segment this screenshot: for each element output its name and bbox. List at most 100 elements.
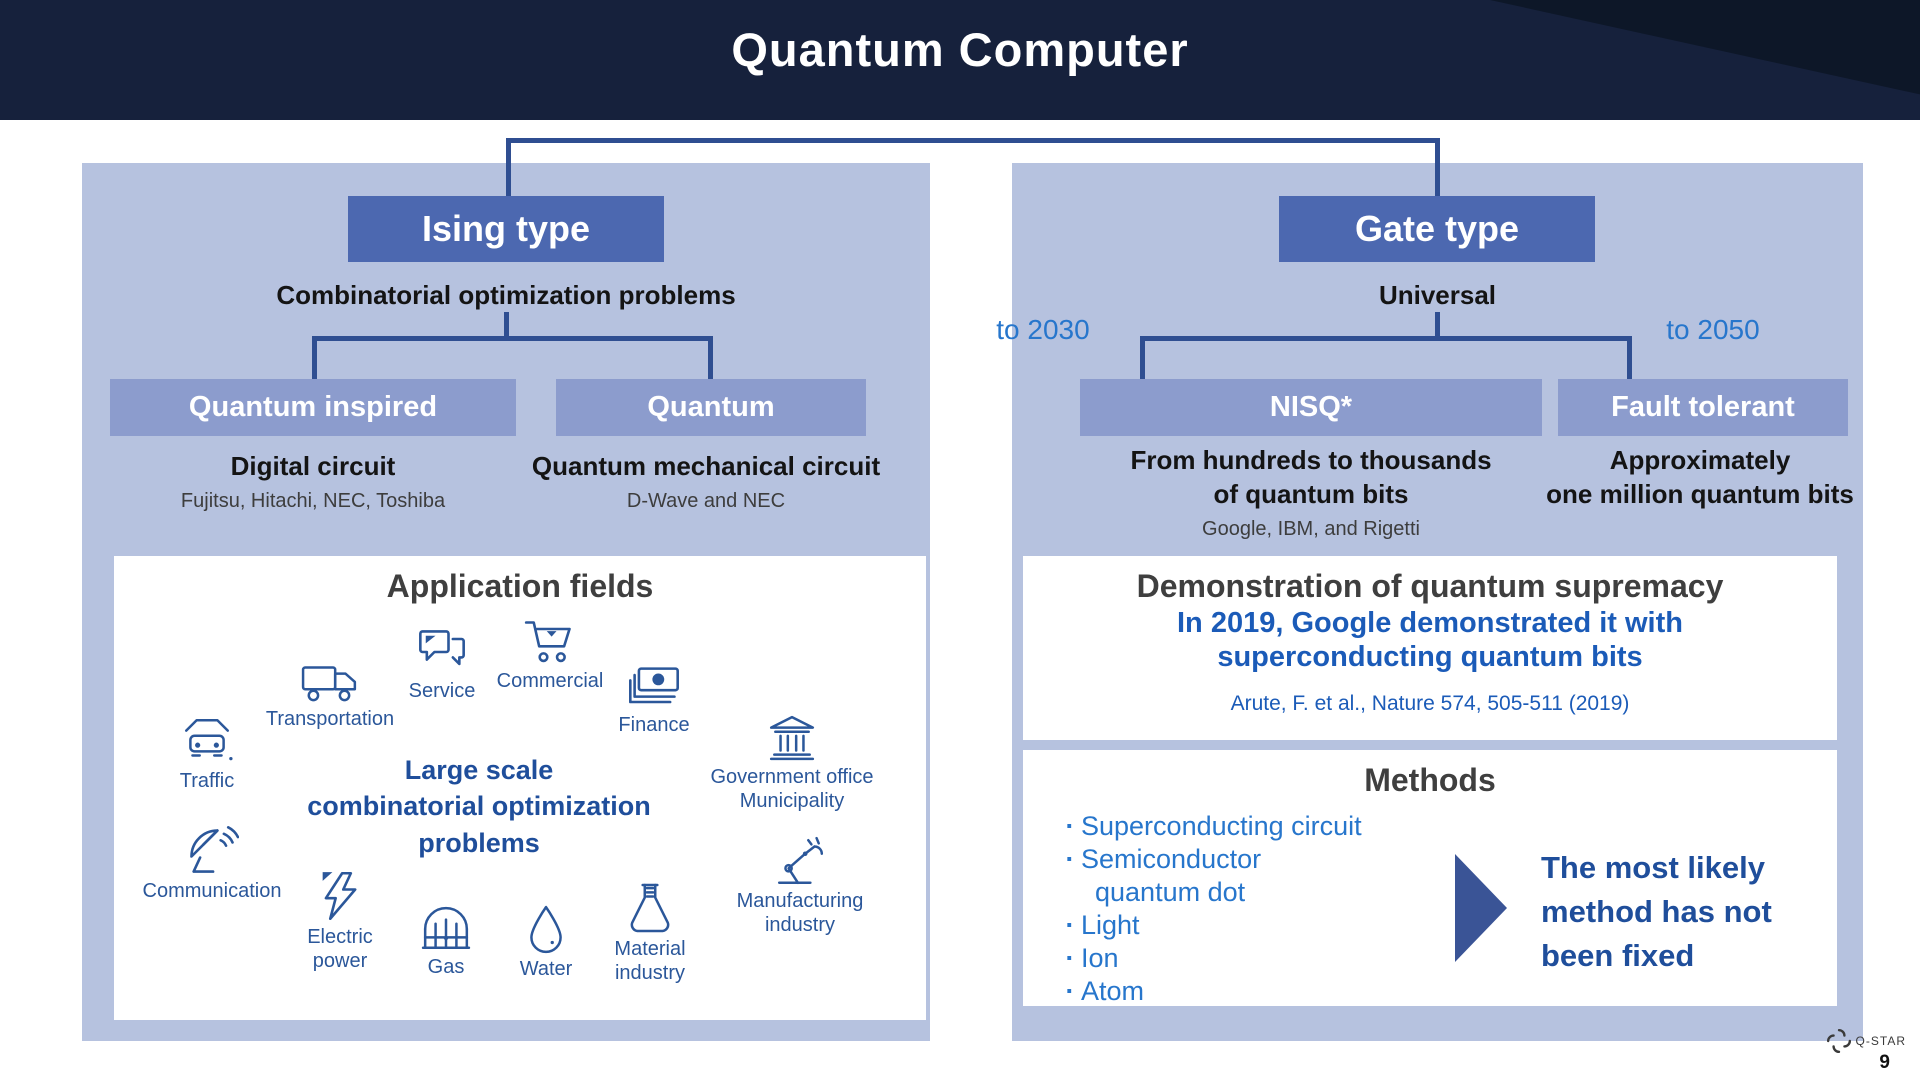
qstar-logo-icon [1826, 1028, 1851, 1054]
field-label: Water [519, 958, 573, 980]
field-electric-power: Electric power [240, 870, 440, 974]
field-communication: Communication [122, 824, 302, 903]
quantum-circuit-vendors: D-Wave and NEC [626, 490, 786, 512]
conclusion-line1: The most likely [1541, 850, 1765, 885]
field-label: Commercial [496, 670, 604, 692]
methods-item-text: Atom [1081, 976, 1145, 1006]
supremacy-citation: Arute, F. et al., Nature 574, 505-511 (2… [1230, 692, 1630, 715]
header-bar: Quantum Computer [0, 0, 1920, 120]
center-text-line2: combinatorial optimization [307, 791, 651, 822]
field-label: Transportation [265, 708, 395, 730]
water-drop-icon [530, 905, 562, 954]
government-building-icon [769, 715, 815, 761]
gate-branch-horizontal [1140, 336, 1632, 341]
robot-arm-icon [777, 836, 824, 885]
field-water: Water [446, 904, 646, 981]
ising-branch-right-drop [708, 336, 713, 383]
connector-top-horizontal [506, 138, 1440, 143]
lightning-bolt-icon [322, 871, 357, 921]
nisq-desc-line1: From hundreds to thousands [1130, 445, 1492, 475]
quantum-circuit-label: Quantum mechanical circuit [531, 451, 881, 481]
connector-top-left-drop [506, 138, 511, 198]
field-label: Traffic [179, 770, 235, 792]
nisq-vendors: Google, IBM, and Rigetti [1202, 518, 1420, 540]
supremacy-title: Demonstration of quantum supremacy [1136, 568, 1724, 604]
field-label: industry [614, 962, 686, 985]
field-service: Service [342, 628, 542, 703]
gate-branch-right-drop [1627, 336, 1632, 383]
ising-branch-stub [504, 312, 509, 340]
supremacy-line2: superconducting quantum bits [1217, 641, 1643, 674]
field-transportation: Transportation [230, 662, 430, 731]
banknotes-icon [629, 667, 679, 704]
center-text-line3: problems [418, 827, 540, 858]
field-material-industry: Material industry [550, 882, 750, 986]
methods-item-text: Ion [1081, 943, 1119, 973]
application-fields-title: Application fields [386, 568, 654, 604]
nisq-box: NISQ* [1080, 379, 1542, 436]
timeline-to-2050: to 2050 [1666, 314, 1760, 345]
methods-list: ·Superconducting circuit ·Semiconductor … [1059, 810, 1362, 1008]
fault-tolerant-description: Approximately one million quantum bits [1485, 444, 1915, 512]
nisq-description: From hundreds to thousands of quantum bi… [1080, 444, 1542, 512]
methods-item: quantum dot [1059, 876, 1362, 909]
bullet-icon: · [1065, 811, 1075, 841]
conclusion-line3: been fixed [1541, 938, 1695, 974]
methods-item: ·Light [1059, 909, 1362, 942]
supremacy-line1: In 2019, Google demonstrated it with [1177, 607, 1683, 639]
fault-tolerant-box: Fault tolerant [1558, 379, 1848, 436]
methods-item-text: Light [1081, 910, 1140, 940]
methods-item-text: Semiconductor [1081, 844, 1262, 874]
ising-type-box: Ising type [348, 196, 664, 262]
gate-subtitle: Universal [1378, 280, 1497, 310]
footer: Q-STAR 9 [1826, 1028, 1906, 1074]
page-title: Quantum Computer [731, 23, 1189, 76]
field-label: power [312, 950, 368, 973]
methods-item-text: Superconducting circuit [1081, 811, 1362, 841]
page-number: 9 [1879, 1052, 1890, 1073]
fault-desc-line2: one million quantum bits [1546, 478, 1854, 509]
ising-subtitle: Combinatorial optimization problems [276, 280, 736, 310]
truck-icon [301, 666, 357, 702]
connector-top-right-drop [1435, 138, 1440, 198]
methods-item: ·Superconducting circuit [1059, 810, 1362, 843]
supremacy-statement: In 2019, Google demonstrated it with sup… [1023, 606, 1837, 674]
speech-bubbles-icon [419, 630, 465, 666]
field-government: Government office Municipality [677, 714, 907, 814]
methods-item: ·Atom [1059, 975, 1362, 1008]
supremacy-box: Demonstration of quantum supremacy In 20… [1023, 556, 1837, 740]
methods-title: Methods [1364, 762, 1496, 798]
methods-conclusion: The most likely method has not been fixe… [1541, 846, 1841, 978]
field-label: Government office [710, 766, 874, 788]
qstar-logo-text: Q-STAR [1855, 1034, 1906, 1048]
quantum-box: Quantum [556, 379, 866, 436]
gas-tank-icon [421, 906, 471, 949]
ising-branch-horizontal [312, 336, 713, 341]
fault-desc-line1: Approximately [1609, 445, 1791, 475]
field-label: Gas [427, 956, 465, 978]
gate-type-box: Gate type [1279, 196, 1595, 262]
field-label: Material [614, 938, 686, 960]
center-text-line1: Large scale [404, 755, 554, 785]
field-label: Finance [618, 714, 690, 736]
field-manufacturing-industry: Manufacturing industry [685, 836, 915, 938]
application-center-text: Large scale combinatorial optimization p… [264, 752, 694, 861]
application-fields-box: Application fields Large scale combinato… [114, 556, 926, 1020]
timeline-to-2030: to 2030 [996, 314, 1090, 345]
digital-circuit-label: Digital circuit [230, 451, 396, 481]
field-label: Manufacturing [736, 890, 864, 912]
car-icon [184, 718, 233, 761]
field-commercial: Commercial [450, 618, 650, 693]
shopping-cart-icon [524, 621, 571, 663]
bullet-icon: · [1065, 976, 1075, 1006]
bullet-icon: · [1065, 844, 1075, 874]
field-traffic: Traffic [117, 716, 297, 793]
logo-row: Q-STAR [1826, 1028, 1906, 1054]
satellite-dish-icon [190, 826, 239, 873]
field-finance: Finance [554, 666, 754, 737]
field-label: industry [764, 914, 836, 937]
field-label: Municipality [739, 790, 845, 813]
gate-branch-stub [1435, 312, 1440, 340]
gate-branch-left-drop [1140, 336, 1145, 383]
